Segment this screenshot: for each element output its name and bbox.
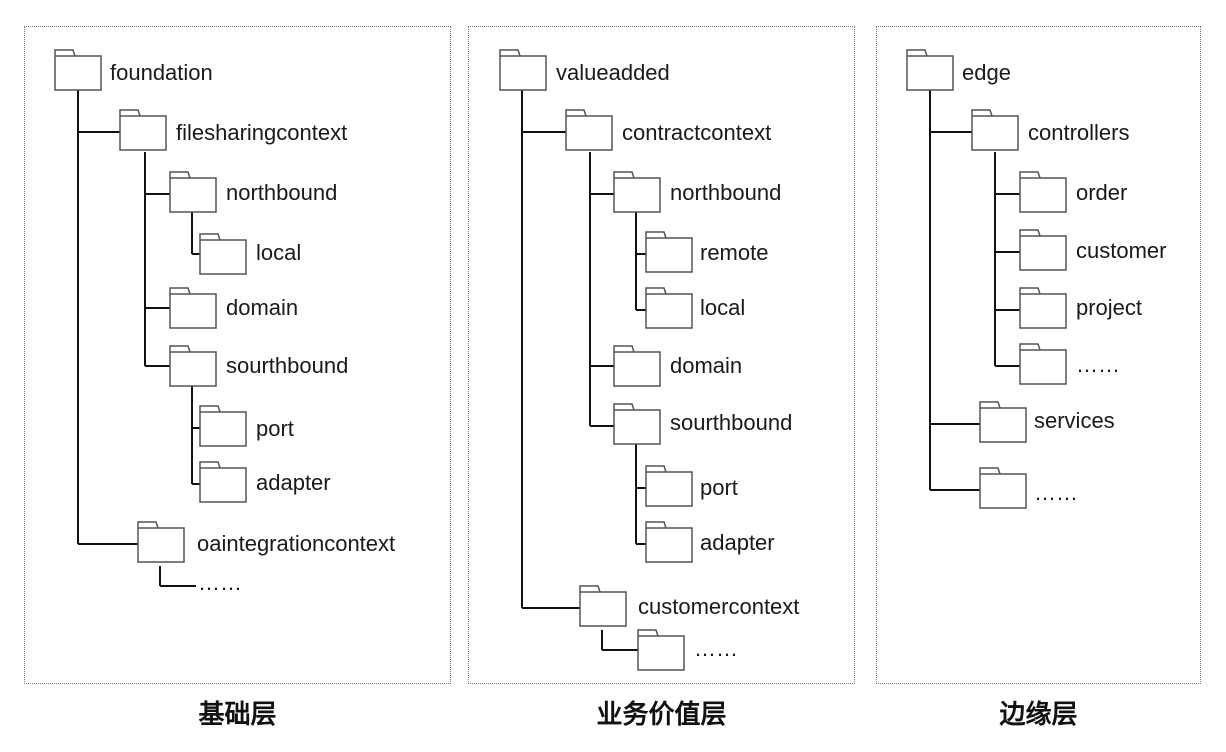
folder-icon: [565, 109, 613, 151]
folder-icon: [645, 521, 693, 563]
folder-icon: [979, 401, 1027, 443]
folder-icon: [169, 345, 217, 387]
folder-icon: [613, 171, 661, 213]
folder-label-customer: customer: [1076, 238, 1167, 263]
folder-icon: [119, 109, 167, 151]
panel-valueadded: [468, 26, 855, 684]
folder-label-order: order: [1076, 180, 1128, 205]
folder-icon: [199, 233, 247, 275]
folder-icon: [169, 287, 217, 329]
layer-caption-edge: 边缘层: [999, 700, 1078, 730]
folder-icon: [54, 49, 102, 91]
folder-icon: [199, 405, 247, 447]
folder-label-edge: edge: [962, 60, 1011, 85]
folder-label-remote: remote: [700, 240, 769, 265]
folder-label-port: port: [700, 475, 738, 500]
layer-caption-valueadded: 业务价值层: [596, 700, 727, 730]
folder-label-northbound: northbound: [226, 180, 338, 205]
folder-icon: [645, 465, 693, 507]
panel-foundation: [24, 26, 451, 684]
panel-edge: [876, 26, 1201, 684]
folder-label-oaintegrationcontext: oaintegrationcontext: [197, 531, 396, 556]
folder-label-valueadded: valueadded: [556, 60, 670, 85]
folder-icon: [645, 231, 693, 273]
folder-label-ellipsis: ……: [1076, 352, 1120, 377]
folder-label-local: local: [700, 295, 746, 320]
folder-icon: [645, 287, 693, 329]
folder-label-local: local: [256, 240, 302, 265]
folder-icon: [613, 403, 661, 445]
folder-label-sourthbound: sourthbound: [670, 410, 793, 435]
tree-lines-foundation: [77, 90, 200, 587]
folder-icon: [579, 585, 627, 627]
folder-icon: [1019, 229, 1067, 271]
folder-icon: [971, 109, 1019, 151]
folder-label-project: project: [1076, 295, 1143, 320]
folder-icon: [499, 49, 547, 91]
folder-label-northbound: northbound: [670, 180, 782, 205]
folder-label-sourthbound: sourthbound: [226, 353, 349, 378]
folder-icon: [613, 345, 661, 387]
folder-icon: [1019, 171, 1067, 213]
folder-icon: [137, 521, 185, 563]
folder-label-ellipsis: ……: [198, 570, 242, 595]
layer-caption-foundation: 基础层: [198, 700, 277, 730]
folder-icon: [906, 49, 954, 91]
folder-icon: [199, 461, 247, 503]
folder-label-ellipsis: ……: [1034, 480, 1078, 505]
folder-label-ellipsis: ……: [694, 636, 738, 661]
folder-label-controllers: controllers: [1028, 120, 1130, 145]
folder-label-adapter: adapter: [700, 530, 775, 555]
folder-label-customercontext: customercontext: [638, 594, 800, 619]
folder-label-services: services: [1034, 408, 1115, 433]
folder-icon: [637, 629, 685, 671]
folder-icon: [979, 467, 1027, 509]
folder-icons: [54, 49, 1067, 671]
folder-icon: [1019, 343, 1067, 385]
folder-label-domain: domain: [670, 353, 743, 378]
folder-label-adapter: adapter: [256, 470, 331, 495]
folder-label-foundation: foundation: [110, 60, 213, 85]
folder-icon: [1019, 287, 1067, 329]
tree-lines-valueadded: [521, 90, 646, 651]
folder-icon: [169, 171, 217, 213]
folder-label-contractcontext: contractcontext: [622, 120, 772, 145]
folder-label-port: port: [256, 416, 294, 441]
folder-label-filesharingcontext: filesharingcontext: [176, 120, 348, 145]
tree-lines-edge: [929, 90, 1020, 491]
folder-label-domain: domain: [226, 295, 299, 320]
